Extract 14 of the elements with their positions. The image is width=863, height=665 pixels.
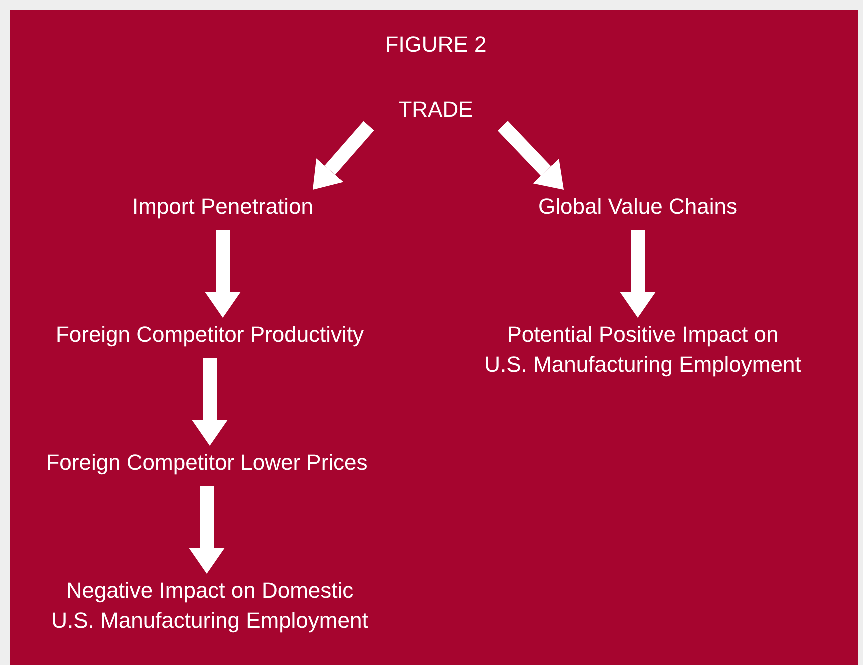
arrow xyxy=(620,230,656,318)
arrow xyxy=(498,121,564,190)
node-label: TRADE xyxy=(398,96,474,124)
node-label: Potential Positive Impact on U.S. Manufacturing Employment xyxy=(484,321,802,379)
node-label: Global Value Chains xyxy=(538,193,738,221)
figure-title: FIGURE 2 xyxy=(384,32,488,58)
node-label: Foreign Competitor Productivity xyxy=(56,321,364,349)
node-label: Foreign Competitor Lower Prices xyxy=(46,449,368,477)
arrow xyxy=(205,230,241,318)
node-label: Import Penetration xyxy=(132,193,314,221)
node-label: Negative Impact on Domestic U.S. Manufacturing Employment xyxy=(50,577,370,635)
arrow xyxy=(192,358,228,446)
arrow xyxy=(189,486,225,574)
arrow xyxy=(313,121,374,190)
